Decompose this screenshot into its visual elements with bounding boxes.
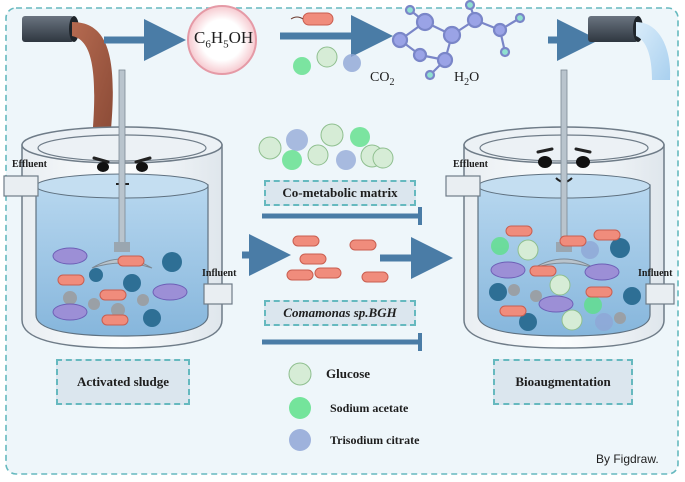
inflow-pipe [22,16,113,140]
activated-sludge-box: Activated sludge [56,359,190,405]
inhibition-line-1 [262,207,422,225]
phenol-circle [187,5,257,75]
comamonas-box: Comamonas sp.BGH [264,300,416,326]
outflow-pipe [588,16,671,80]
left-tank-microbes [52,247,188,327]
h2o-label: H2O [454,70,480,88]
glucose-particle [316,46,338,68]
co-metabolic-matrix-label: Co-metabolic matrix [282,185,398,200]
co-metabolic-particles [258,123,394,170]
right-tank-microbes [489,225,641,331]
legend-citrate-swatch [289,429,311,451]
citrate-particle [343,54,361,72]
legend-glucose-label: Glucose [326,366,371,381]
bioaugmentation-box: Bioaugmentation [493,359,633,405]
left-influent-label: Influent [202,268,237,279]
phenol-formula: C6H5OH [194,28,254,51]
top-bacterium [290,12,334,26]
co-metabolic-matrix-box: Co-metabolic matrix [264,180,416,206]
right-effluent-label: Effluent [453,159,488,170]
activated-sludge-label: Activated sludge [76,374,170,389]
legend-citrate-label: Trisodium citrate [330,433,420,447]
comamonas-bacteria [286,235,389,283]
outer-frame [5,7,679,475]
legend-acetate-label: Sodium acetate [330,401,409,415]
credit-text: By Figdraw. [596,452,659,466]
legend-glucose-swatch [288,362,312,386]
bioaugmentation-label: Bioaugmentation [515,374,611,389]
right-tank [445,69,675,349]
inhibition-line-2 [262,333,422,351]
right-influent-label: Influent [638,268,673,279]
comamonas-label: Comamonas sp.BGH [283,305,397,320]
molecule-cluster [391,0,526,81]
co2-label: CO2 [370,70,395,88]
left-effluent-label: Effluent [12,159,47,170]
acetate-particle [293,57,311,75]
legend-acetate-swatch [289,397,311,419]
